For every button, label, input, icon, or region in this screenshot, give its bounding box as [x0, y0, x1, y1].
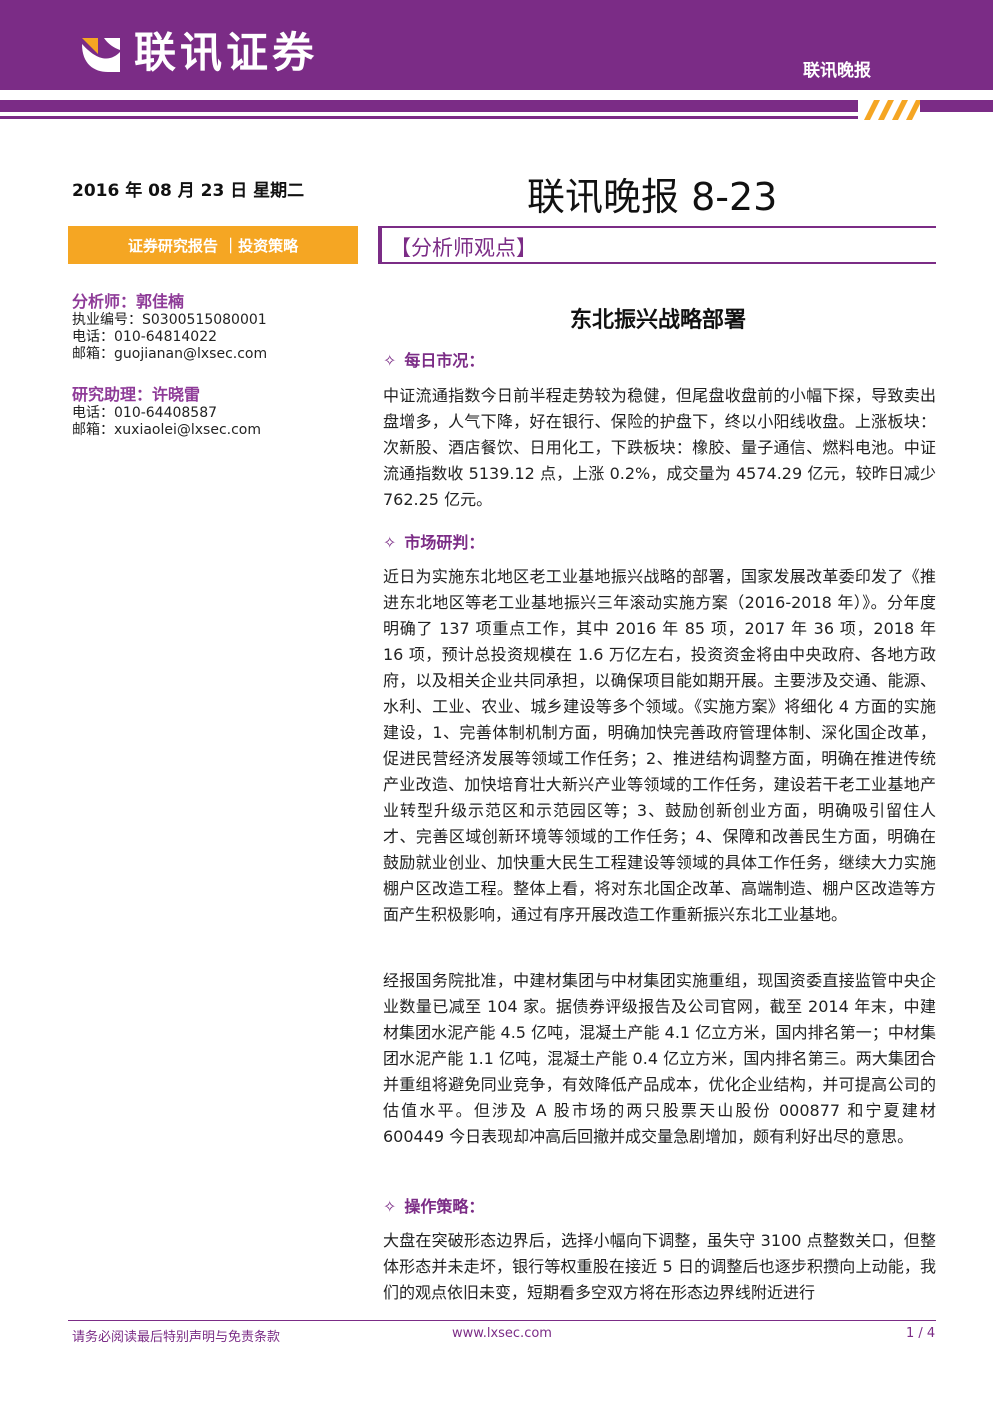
analyst-id: 执业编号：S0300515080001 [72, 312, 267, 328]
subhead-strategy: ✧操作策略： [383, 1197, 485, 1216]
report-date: 2016 年 08 月 23 日 星期二 [72, 181, 305, 201]
section-label: 【分析师观点】 [390, 236, 537, 260]
logo-mark-icon [78, 30, 124, 76]
assistant-phone: 电话：010-64408587 [72, 405, 218, 421]
diamond-icon: ✧ [383, 351, 397, 370]
footer-divider [68, 1320, 936, 1321]
assistant-email[interactable]: 邮箱：xuxiaolei@lxsec.com [72, 422, 261, 438]
paragraph-merger: 经报国务院批准，中建材集团与中材集团实施重组，现国资委直接监管中央企业数量已减至… [383, 971, 936, 1146]
article-title: 东北振兴战略部署 [569, 308, 746, 333]
footer-disclaimer[interactable]: 请务必阅读最后特别声明与免责条款 [72, 1330, 281, 1345]
analyst-panel: 分析师：郭佳楠 执业编号：S0300515080001 电话：010-64814… [72, 292, 362, 439]
header-bar [0, 0, 993, 90]
page-number: 1 / 4 [906, 1326, 936, 1341]
subhead-market-outlook: ✧市场研判： [383, 533, 485, 552]
analyst-phone: 电话：010-64814022 [72, 329, 218, 345]
page-title: 联讯晚报 8-23 [527, 175, 778, 219]
analyst-email[interactable]: 邮箱：guojianan@lxsec.com [72, 346, 268, 362]
subhead-daily-market: ✧每日市况： [383, 351, 485, 370]
paragraph-daily-market: 中证流通指数今日前半程走势较为稳健，但尾盘收盘前的小幅下探，导致卖出盘增多，人气… [383, 386, 936, 509]
analyst-role: 分析师：郭佳楠 [72, 292, 185, 311]
category-banner: 证券研究报告 ｜投资策略 [68, 226, 358, 264]
report-type: 联讯晚报 [803, 61, 871, 81]
header-underline [0, 116, 858, 119]
brand-name: 联讯证券 [134, 28, 319, 77]
paragraph-northeast-plan: 近日为实施东北地区老工业基地振兴战略的部署，国家发展改革委印发了《推进东北地区等… [383, 567, 936, 924]
diamond-icon: ✧ [383, 533, 397, 552]
footer-website[interactable]: www.lxsec.com [452, 1326, 552, 1341]
brand-logo: 联讯证券 [78, 28, 318, 78]
diamond-icon: ✧ [383, 1197, 397, 1216]
section-header: 【分析师观点】 [378, 226, 936, 264]
paragraph-strategy: 大盘在突破形态边界后，选择小幅向下调整，虽失守 3100 点整数关口，但整体形态… [383, 1231, 936, 1302]
header-stripe [0, 100, 993, 112]
stripe-hatch-decoration [858, 100, 938, 120]
assistant-role: 研究助理：许晓雷 [72, 385, 201, 404]
